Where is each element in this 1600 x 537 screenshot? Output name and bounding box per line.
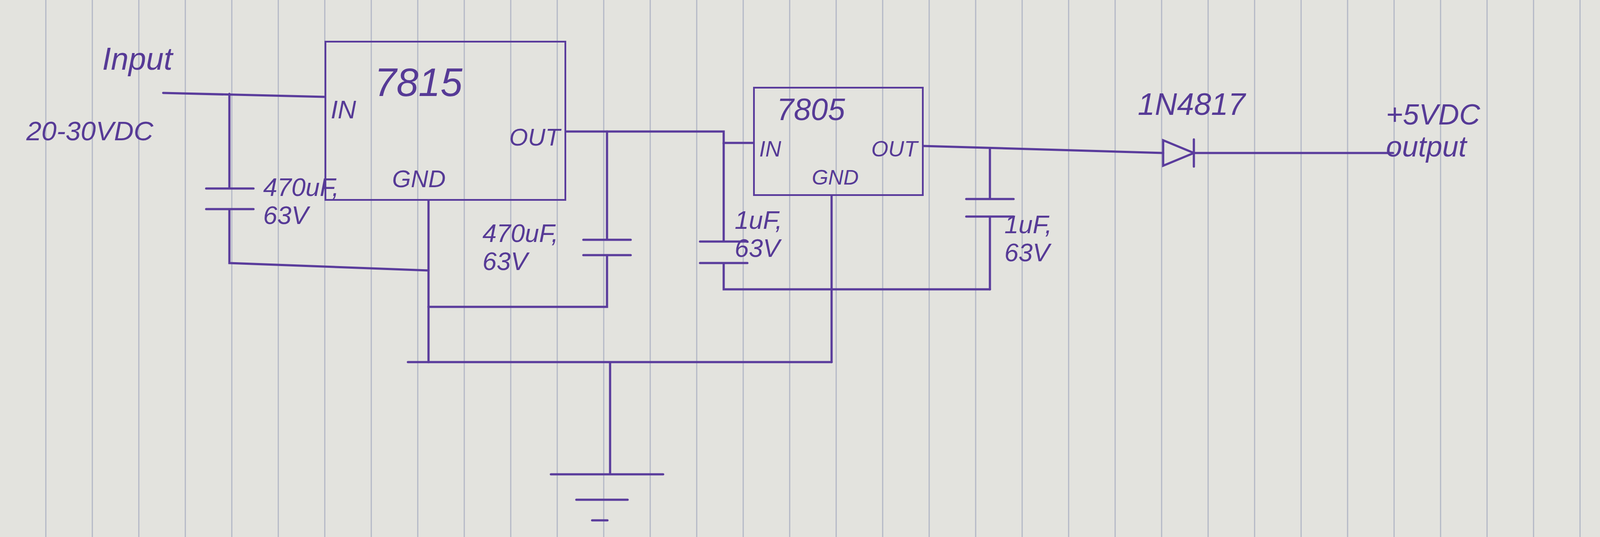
regulator-box: 7815IN OUT GND (324, 40, 567, 201)
output-wire (923, 146, 1164, 154)
input-label: 20-30VDC (26, 116, 211, 147)
input-label: Input (102, 41, 243, 77)
component-value: 470uF, 63V (482, 219, 584, 276)
pin-name: IN (330, 95, 357, 125)
pin-name: OUT (871, 136, 918, 163)
output-label: +5VDC output (1385, 98, 1518, 163)
component-value: 470uF, 63V (263, 173, 365, 230)
input-wire (163, 92, 325, 97)
ground-symbol (407, 362, 832, 521)
wire (566, 131, 754, 143)
ground-wire (830, 196, 833, 363)
pin-name: GND (392, 165, 446, 193)
regulator-box: 7805IN OUT GND (753, 86, 924, 197)
part-number: 1N4817 (1137, 87, 1314, 122)
diode-symbol (1163, 139, 1194, 167)
pin-name: OUT (509, 123, 561, 152)
ground-wire (427, 200, 430, 363)
output-wire (1193, 152, 1393, 155)
component-value: 1uF, 63V (1004, 210, 1084, 267)
component-value: 1uF, 63V (734, 206, 814, 263)
part-number: 7815 (374, 60, 463, 106)
part-number: 7805 (776, 92, 846, 128)
capacitor-symbol (428, 131, 631, 308)
pin-name: IN (759, 136, 782, 163)
capacitor-symbol (700, 142, 990, 290)
pin-name: GND (811, 165, 859, 190)
